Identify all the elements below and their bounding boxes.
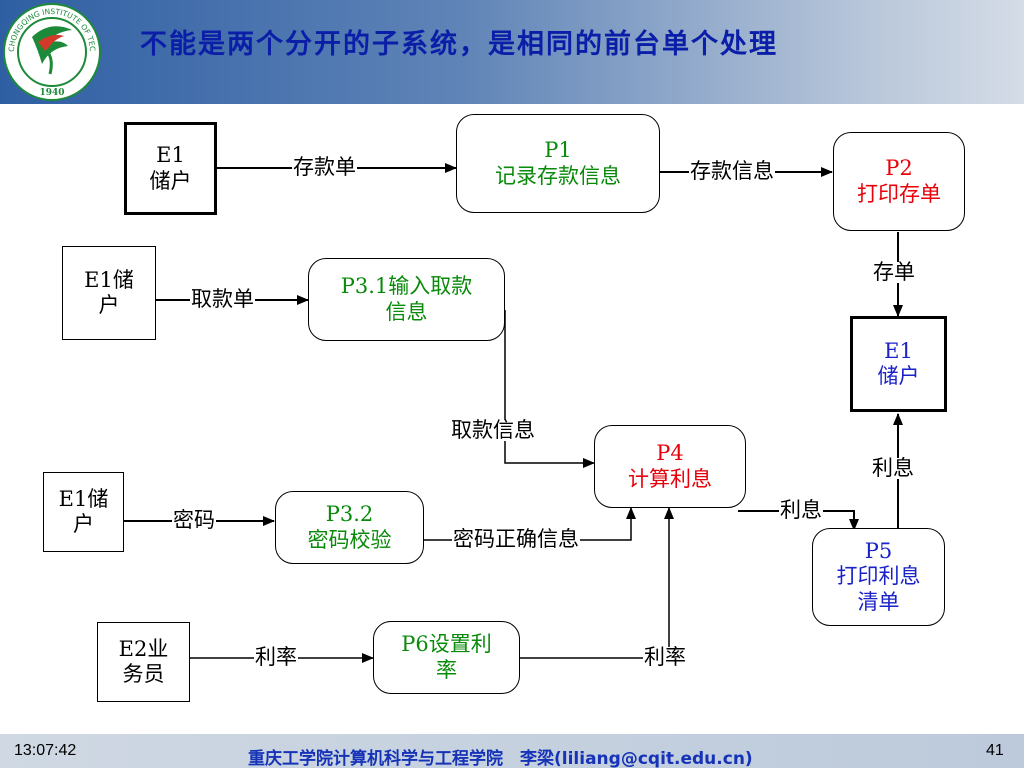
school-logo-icon: CHONGQING INSTITUTE OF TECHNOLOGY 1940 xyxy=(2,2,101,101)
process-id: P5 xyxy=(864,539,893,564)
flow-label-deposit-info: 存款信息 xyxy=(689,159,775,183)
process-label: 信息 xyxy=(385,299,428,324)
process-label: 密码校验 xyxy=(307,527,392,552)
process-label: 打印利息 xyxy=(836,564,921,589)
entity-id: E2业 xyxy=(118,636,169,661)
process-p3-1: P3.1输入取款 信息 xyxy=(308,258,505,341)
process-p3-2: P3.2 密码校验 xyxy=(275,491,424,564)
flow-label-withdraw-slip: 取款单 xyxy=(190,287,255,311)
entity-e1-depositor-password: E1储 户 xyxy=(43,472,124,552)
footer-time: 13:07:42 xyxy=(14,742,77,759)
svg-text:1940: 1940 xyxy=(39,88,64,98)
process-id: P4 xyxy=(656,441,684,466)
process-p6: P6设置利 率 xyxy=(373,621,520,694)
process-label: 清单 xyxy=(857,589,900,614)
process-id: P1 xyxy=(544,138,572,163)
page-number: 41 xyxy=(986,742,1004,759)
flow-label-rate-out: 利率 xyxy=(643,645,687,669)
entity-label: 储户 xyxy=(149,168,192,193)
entity-id: E1储 xyxy=(58,486,109,511)
footer-credit: 重庆工学院计算机科学与工程学院 李梁(liliang@cqit.edu.cn) xyxy=(248,749,753,769)
flow-label-deposit-slip: 存款单 xyxy=(292,155,357,179)
entity-e1-depositor-withdraw: E1储 户 xyxy=(62,246,156,340)
process-id: P2 xyxy=(885,156,913,181)
flow-interest-right xyxy=(738,510,859,531)
process-p2: P2 打印存单 xyxy=(833,132,965,231)
process-p5: P5 打印利息 清单 xyxy=(812,528,945,626)
process-p4: P4 计算利息 xyxy=(594,425,746,508)
slide-footer: 13:07:42 重庆工学院计算机科学与工程学院 李梁(liliang@cqit… xyxy=(0,734,1024,769)
entity-e1-depositor-right: E1 储户 xyxy=(850,316,947,412)
process-label: P3.1输入取款 xyxy=(340,274,473,299)
slide-header: CHONGQING INSTITUTE OF TECHNOLOGY 1940 不… xyxy=(0,0,1024,104)
entity-id: E1 xyxy=(884,338,913,363)
flow-label-interest-up: 利息 xyxy=(871,456,915,480)
flow-label-password-ok: 密码正确信息 xyxy=(452,527,580,551)
entity-label: 务员 xyxy=(122,662,165,686)
entity-e2-clerk: E2业 务员 xyxy=(97,622,190,702)
entity-e1-depositor-top: E1 储户 xyxy=(124,122,217,215)
flow-label-password: 密码 xyxy=(172,508,216,532)
slide-title: 不能是两个分开的子系统，是相同的前台单个处理 xyxy=(140,29,778,60)
flow-withdraw-info xyxy=(504,310,595,468)
process-p1: P1 记录存款信息 xyxy=(456,114,660,213)
entity-id: E1储 xyxy=(84,267,134,292)
flow-label-interest-right: 利息 xyxy=(779,498,823,522)
entity-label: 储户 xyxy=(877,364,920,388)
process-label: 计算利息 xyxy=(628,466,712,491)
process-id: P3.2 xyxy=(325,502,374,527)
entity-label: 户 xyxy=(98,293,120,317)
process-label: 打印存单 xyxy=(857,181,941,206)
flow-label-withdraw-info: 取款信息 xyxy=(450,418,536,442)
entity-label: 户 xyxy=(73,512,94,536)
flow-label-rate-in: 利率 xyxy=(254,645,298,669)
process-label: 率 xyxy=(436,657,457,682)
flow-label-passbook: 存单 xyxy=(872,260,916,284)
entity-id: E1 xyxy=(156,143,185,168)
process-label: 记录存款信息 xyxy=(495,163,621,188)
process-label: P6设置利 xyxy=(401,632,492,657)
